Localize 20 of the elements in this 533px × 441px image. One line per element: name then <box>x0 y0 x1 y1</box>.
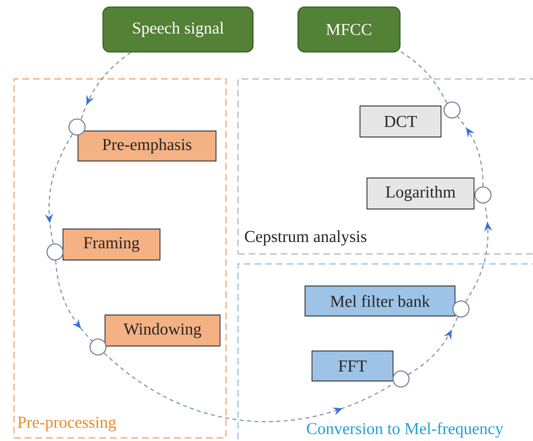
process-box: FFT <box>312 350 394 382</box>
junction-circle <box>68 118 86 136</box>
junction-circle <box>89 338 107 356</box>
arrow <box>457 116 484 186</box>
process-box: Windowing <box>104 314 220 346</box>
terminal-box: Speech signal <box>102 6 254 53</box>
process-box: Framing <box>62 228 160 260</box>
process-box: Logarithm <box>366 178 474 210</box>
junction-circle <box>443 101 461 119</box>
junction-circle <box>392 370 410 388</box>
arrow <box>80 52 132 120</box>
arrow <box>408 316 458 375</box>
process-box: DCT <box>360 106 442 138</box>
junction-circle <box>474 186 492 204</box>
arrow <box>55 260 92 342</box>
process-box: Mel filter bank <box>304 286 456 316</box>
junction-circle <box>46 243 64 261</box>
junction-circle <box>452 300 470 318</box>
process-box: Pre-emphasis <box>78 130 216 162</box>
terminal-box: MFCC <box>297 6 401 53</box>
